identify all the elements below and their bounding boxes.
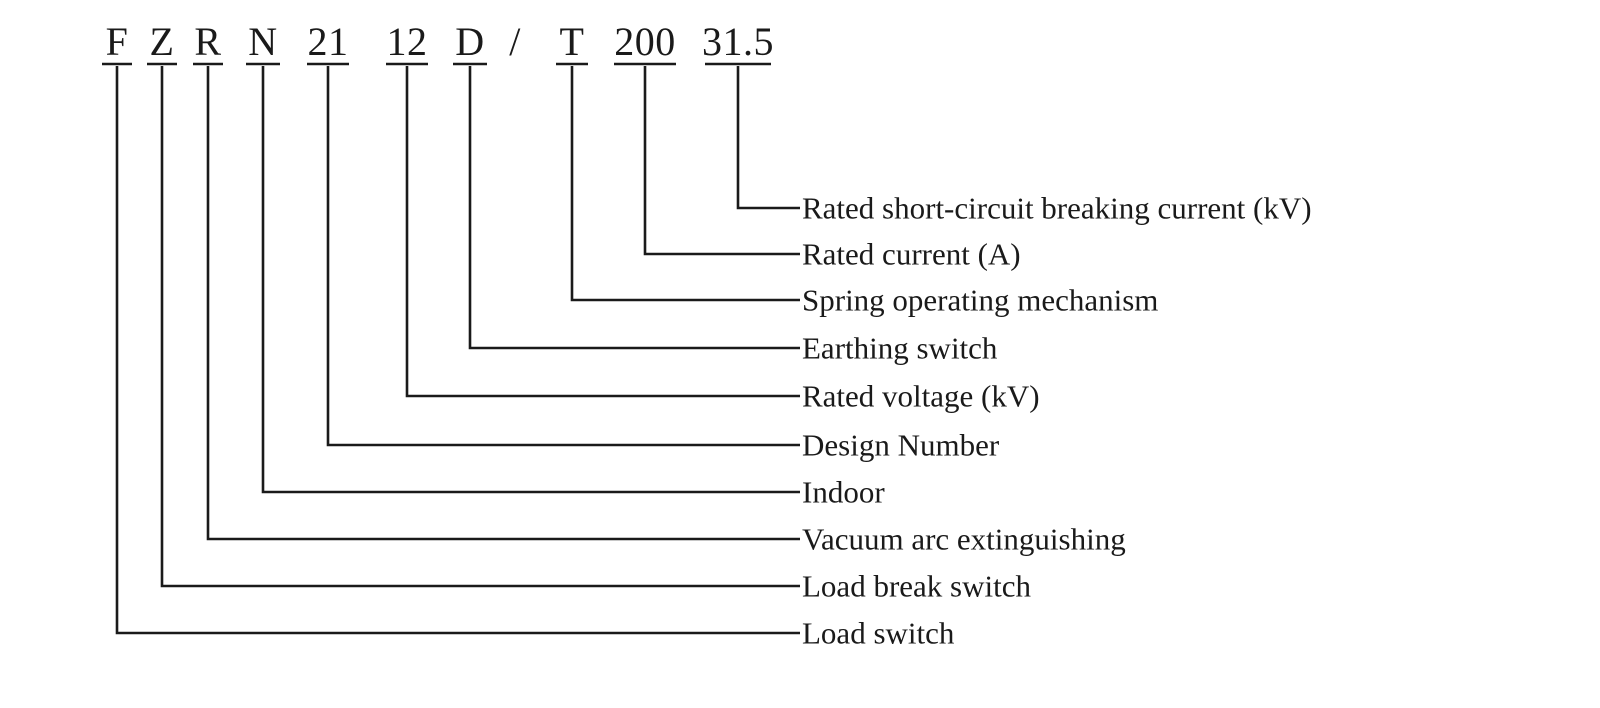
leader-line-200 — [643, 66, 800, 256]
leader-line-Z — [160, 66, 800, 588]
leader-line-N — [261, 66, 800, 494]
leader-line-F — [115, 66, 800, 635]
code-char-T: T — [559, 19, 585, 64]
label-design-number: Design Number — [802, 427, 1000, 463]
leader-line-31-5 — [736, 66, 800, 210]
code-char-D: D — [455, 19, 485, 64]
label-load-break-switch: Load break switch — [802, 568, 1031, 604]
code-char-slash: / — [509, 19, 521, 64]
code-char-21: 21 — [307, 19, 349, 64]
label-rated-current-a: Rated current (A) — [802, 236, 1021, 272]
label-vacuum-arc-extinguishing: Vacuum arc extinguishing — [802, 521, 1126, 557]
label-load-switch: Load switch — [802, 615, 955, 651]
label-rated-short-circuit-breaking-current-kv: Rated short-circuit breaking current (kV… — [802, 190, 1312, 226]
code-char-200: 200 — [614, 19, 676, 64]
code-char-R: R — [194, 19, 222, 64]
code-char-Z: Z — [149, 19, 175, 64]
label-earthing-switch: Earthing switch — [802, 330, 998, 366]
label-indoor: Indoor — [802, 474, 885, 510]
leader-line-R — [206, 66, 800, 541]
leader-line-12 — [405, 66, 800, 398]
leader-line-D — [468, 66, 800, 350]
leader-line-21 — [326, 66, 800, 447]
code-char-12: 12 — [386, 19, 428, 64]
label-spring-operating-mechanism: Spring operating mechanism — [802, 282, 1159, 318]
label-rated-voltage-kv: Rated voltage (kV) — [802, 378, 1040, 414]
code-char-31-5: 31.5 — [702, 19, 774, 64]
code-char-F: F — [105, 19, 129, 64]
leader-line-T — [570, 66, 800, 302]
code-char-N: N — [248, 19, 278, 64]
